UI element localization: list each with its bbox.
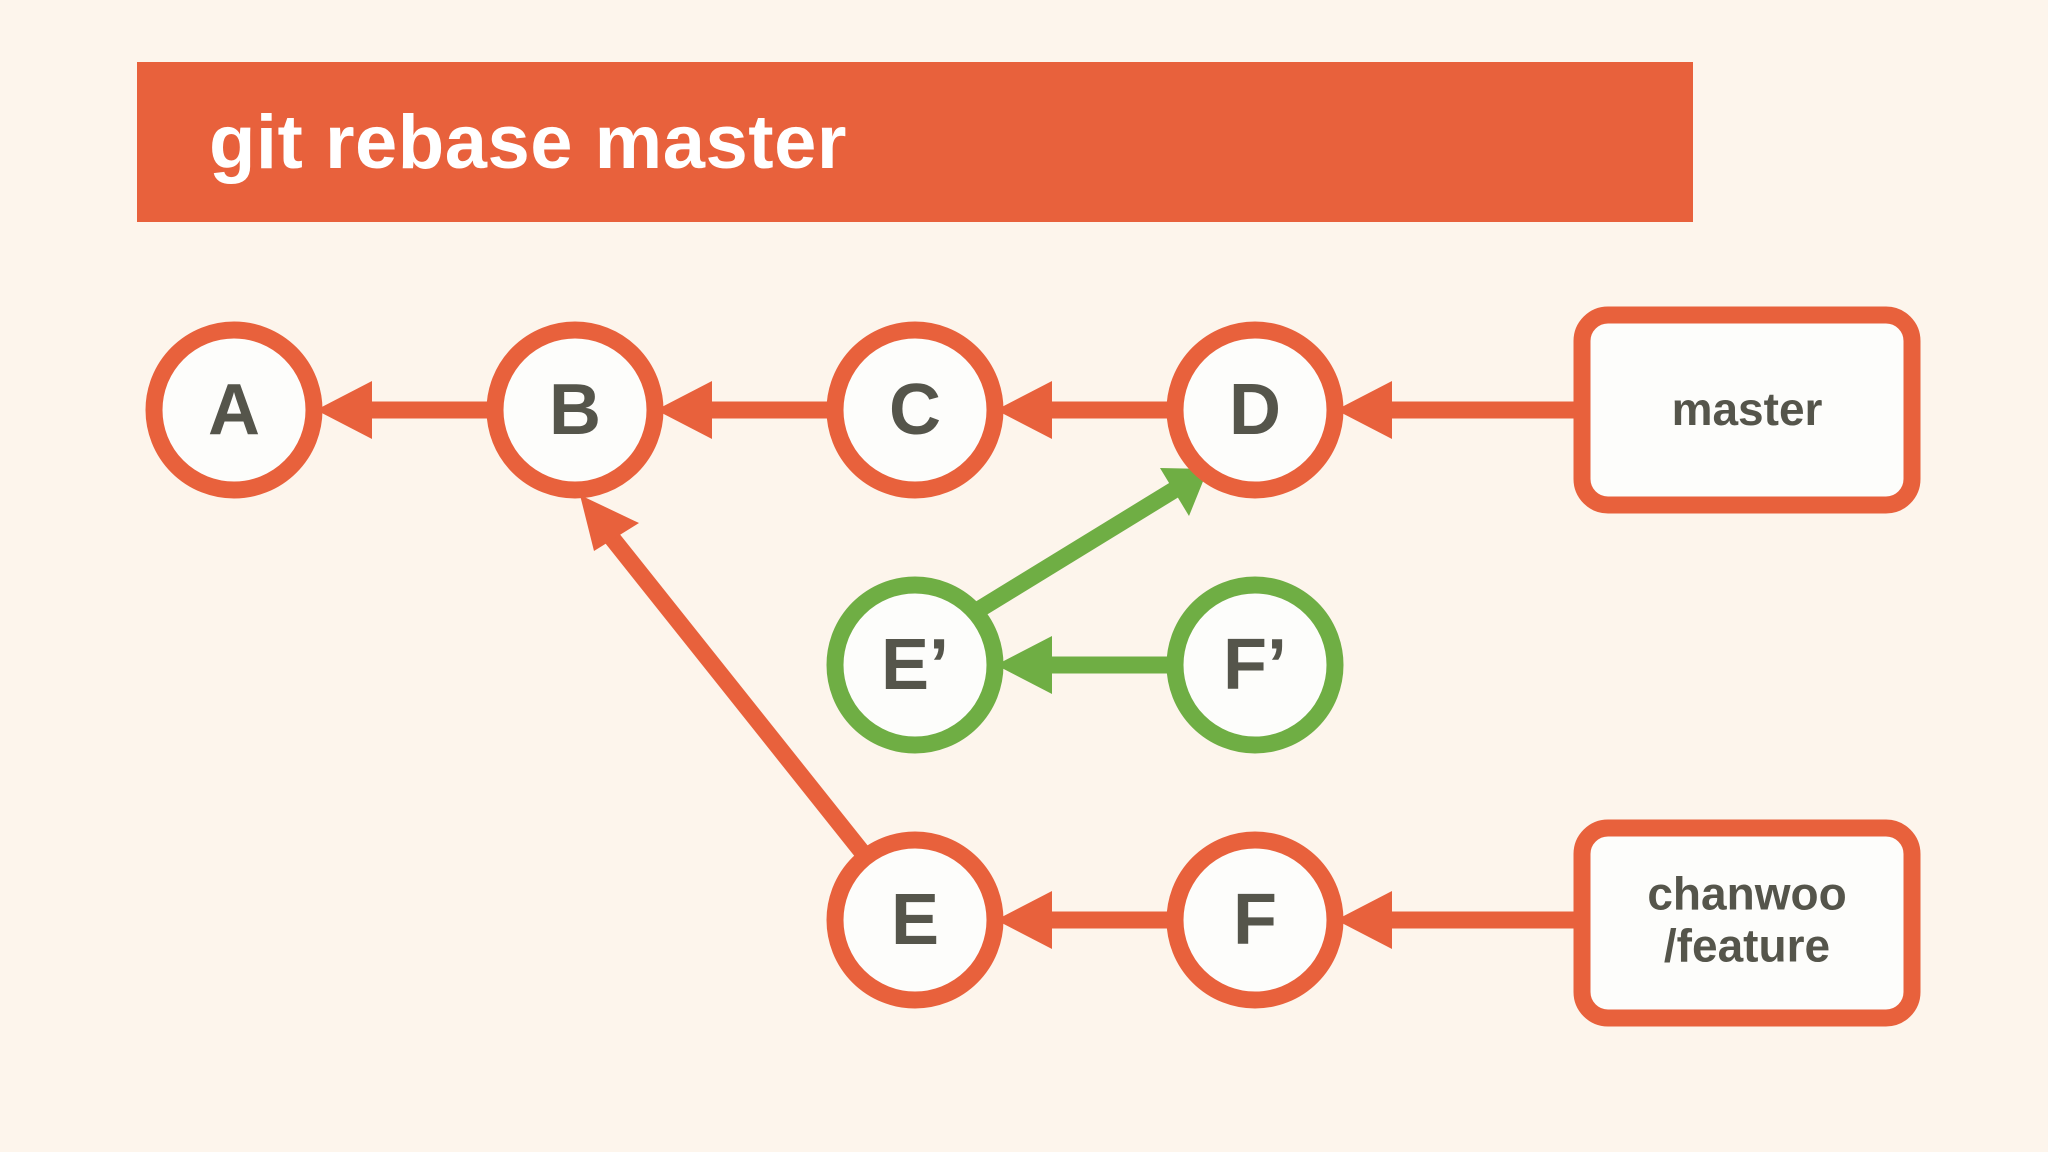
edge-layer xyxy=(316,381,1582,949)
commit-node-f-prime[interactable] xyxy=(1166,576,1344,754)
edge-feature-to-f xyxy=(1336,891,1582,949)
commit-node-e-prime[interactable] xyxy=(826,576,1004,754)
title-banner: git rebase master xyxy=(137,62,1693,222)
commit-node-a[interactable] xyxy=(145,321,323,499)
edge-b-to-a xyxy=(316,381,495,439)
edge-fprime-to-eprime xyxy=(996,636,1175,694)
page-title: git rebase master xyxy=(209,99,847,185)
edge-e-to-b xyxy=(580,495,873,863)
commit-node-d[interactable] xyxy=(1166,321,1344,499)
edge-eprime-to-d xyxy=(970,468,1208,620)
node-layer xyxy=(145,321,1344,1009)
commit-node-b[interactable] xyxy=(486,321,664,499)
ref-box-master[interactable] xyxy=(1573,306,1921,514)
commit-node-f[interactable] xyxy=(1166,831,1344,1009)
edge-d-to-c xyxy=(996,381,1175,439)
edge-c-to-b xyxy=(656,381,835,439)
edge-f-to-e xyxy=(996,891,1175,949)
ref-layer xyxy=(1573,306,1921,1027)
commit-node-c[interactable] xyxy=(826,321,1004,499)
ref-box-chanwoo-feature[interactable] xyxy=(1573,819,1921,1027)
edge-master-to-d xyxy=(1336,381,1582,439)
commit-node-e[interactable] xyxy=(826,831,1004,1009)
